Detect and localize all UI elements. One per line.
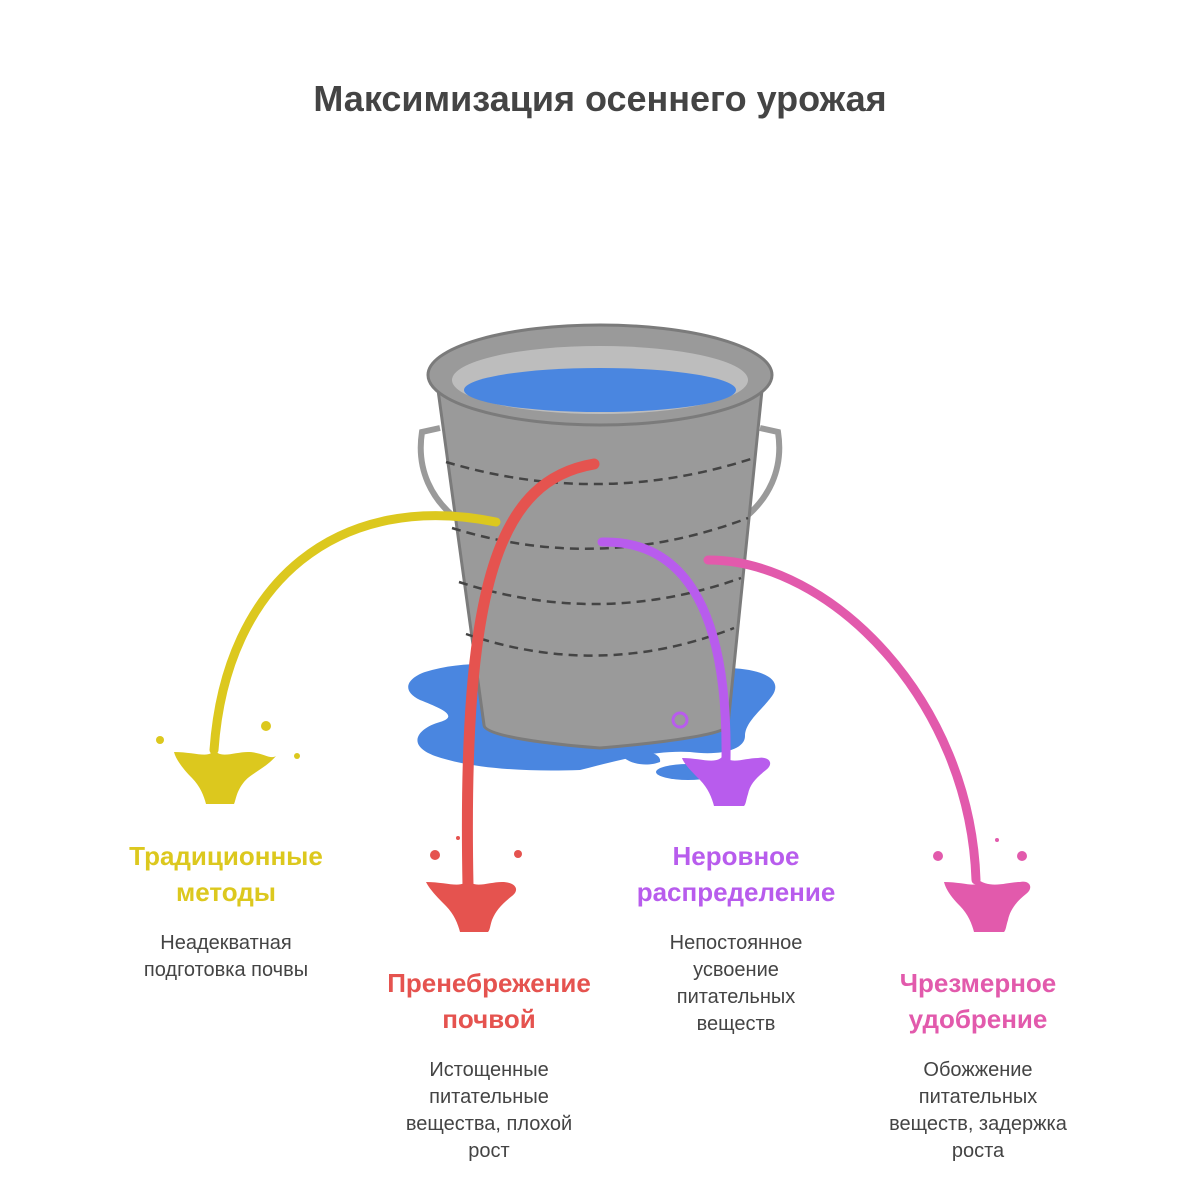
stream-pink — [703, 555, 981, 885]
bucket-band-2 — [451, 516, 749, 550]
bucket-water-surface — [464, 368, 736, 412]
bucket-band-4 — [465, 626, 735, 657]
bucket-body — [436, 388, 764, 750]
bucket-band-1 — [445, 456, 755, 486]
splash-pink — [933, 838, 1031, 932]
item-heading: Неровное распределение — [636, 841, 836, 907]
item-soil-neglect: Пренебрежение почвой Истощенные питатель… — [339, 965, 639, 1165]
item-traditional-methods: Традиционные методы Неадекватная подгото… — [76, 838, 376, 984]
item-heading: Пренебрежение почвой — [387, 968, 591, 1034]
item-description: Непостоянное усвоение питательных вещест… — [669, 932, 803, 1035]
splash-purple — [682, 754, 771, 806]
stream-purple — [597, 537, 731, 765]
bubble-purple — [671, 711, 689, 729]
water-splash-left — [622, 751, 661, 765]
item-description: Неадекватная подготовка почвы — [143, 932, 309, 981]
item-description: Обожжение питательных веществ, задержка … — [889, 1059, 1067, 1162]
item-excessive-fertilization: Чрезмерное удобрение Обожжение питательн… — [828, 965, 1128, 1165]
item-heading: Чрезмерное удобрение — [899, 968, 1057, 1034]
item-heading: Традиционные методы — [129, 841, 323, 907]
item-description: Истощенные питательные вещества, плохой … — [405, 1059, 573, 1162]
stream-red — [461, 458, 600, 892]
splash-red — [426, 836, 522, 932]
splash-yellow — [156, 721, 300, 804]
bucket-band-3 — [458, 576, 742, 606]
stream-yellow — [209, 511, 501, 755]
page-title: Максимизация осеннего урожая — [313, 78, 887, 119]
item-uneven-distribution: Неровное распределение Непостоянное усво… — [586, 838, 886, 1038]
